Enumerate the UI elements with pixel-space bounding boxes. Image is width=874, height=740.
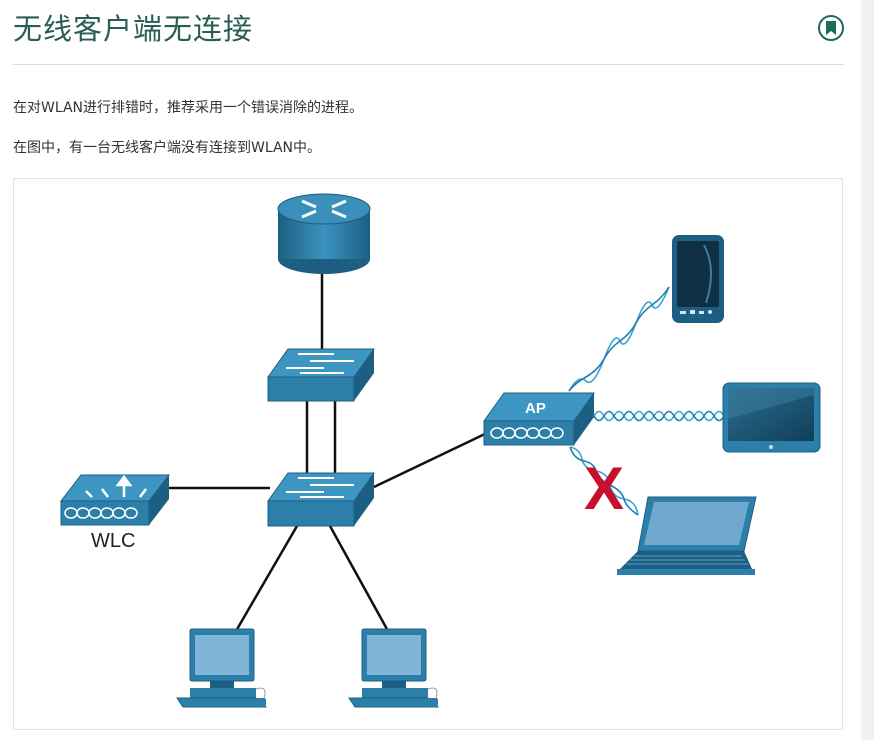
cable-switch-pc1	[234, 525, 299, 632]
wlc-icon	[59, 474, 171, 526]
wireless-link-tablet	[593, 410, 725, 422]
access-point-icon	[483, 392, 595, 446]
ap-label: AP	[525, 400, 546, 417]
pc-right-icon	[348, 628, 440, 708]
smartphone-icon	[672, 235, 724, 323]
tablet-icon	[722, 382, 821, 453]
bookmark-button[interactable]	[818, 15, 844, 41]
pc-left-icon	[176, 628, 268, 708]
wireless-link-phone	[568, 286, 670, 392]
router-icon	[277, 193, 371, 274]
wlc-label: WLC	[91, 530, 135, 552]
cables	[169, 274, 488, 632]
laptop-icon	[617, 496, 757, 575]
network-diagram: WLC AP	[13, 178, 843, 730]
paragraph-scenario: 在图中，有一台无线客户端没有连接到WLAN中。	[13, 140, 322, 156]
connection-failed-mark: X	[584, 455, 624, 522]
wireless-link-laptop	[569, 446, 639, 516]
page-title: 无线客户端无连接	[13, 12, 254, 46]
paragraph-intro: 在对WLAN进行排错时，推荐采用一个错误消除的进程。	[13, 100, 364, 116]
cable-switch-ap	[373, 431, 488, 489]
scrollbar-track[interactable]	[861, 0, 874, 740]
switch-upper-icon	[267, 348, 375, 402]
cable-switch-pc2	[328, 525, 390, 632]
switch-lower-icon	[267, 472, 375, 527]
header-divider	[13, 64, 844, 65]
bookmark-icon	[826, 21, 836, 35]
